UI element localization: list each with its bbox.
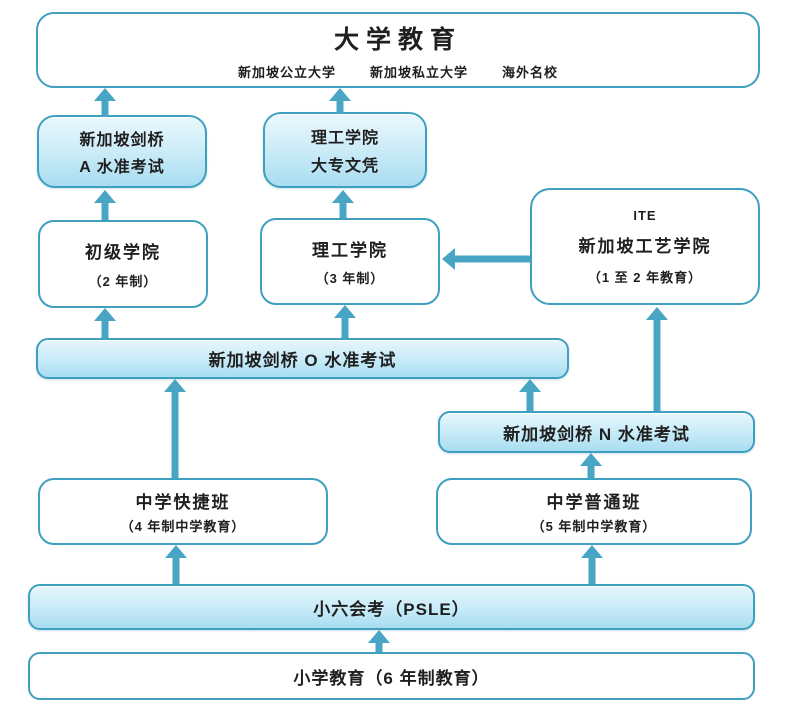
arrow-head — [94, 308, 116, 321]
ite-line2: 新加坡工艺学院 — [578, 237, 712, 256]
university-subtitles: 新加坡公立大学 新加坡私立大学 海外名校 — [238, 62, 558, 81]
arrow-shaft — [526, 389, 534, 411]
psle-label: 小六会考（PSLE） — [313, 599, 470, 619]
junior-college-subtitle: （2 年制） — [88, 274, 158, 289]
arrow-head — [334, 305, 356, 318]
arrow-shaft — [587, 463, 595, 478]
arrow-o-level-to-poly — [334, 305, 356, 338]
arrow-shaft — [172, 555, 180, 584]
polytechnic-subtitle: （3 年制） — [315, 271, 385, 287]
secondary-normal-subtitle: （5 年制中学教育） — [531, 518, 657, 534]
arrow-head — [442, 248, 455, 270]
arrow-head — [329, 88, 351, 101]
arrow-shaft — [341, 315, 349, 338]
arrow-psle-to-express — [165, 545, 187, 584]
arrow-head — [94, 88, 116, 101]
arrow-shaft — [101, 98, 109, 117]
arrow-head — [646, 307, 668, 320]
arrow-n-level-to-o-level — [519, 379, 541, 411]
n-level-label: 新加坡剑桥 N 水准考试 — [503, 424, 690, 444]
secondary-express-title: 中学快捷班 — [135, 493, 231, 513]
arrow-shaft — [454, 255, 530, 263]
primary-label: 小学教育（6 年制教育） — [293, 668, 490, 688]
node-psle: 小六会考（PSLE） — [28, 584, 755, 630]
secondary-express-subtitle: （4 年制中学教育） — [120, 518, 246, 534]
a-level-line1: 新加坡剑桥 — [79, 132, 165, 149]
arrow-poly-diploma-to-university — [329, 88, 351, 114]
node-primary: 小学教育（6 年制教育） — [28, 652, 755, 700]
university-subtitle-public: 新加坡公立大学 — [237, 64, 336, 80]
arrow-n-level-to-ite — [646, 307, 668, 411]
arrow-head — [581, 545, 603, 558]
node-o-level-exam: 新加坡剑桥 O 水准考试 — [36, 338, 569, 379]
arrow-shaft — [101, 318, 109, 338]
arrow-express-to-o-level — [164, 379, 186, 478]
node-secondary-normal: 中学普通班 （5 年制中学教育） — [436, 478, 752, 545]
arrow-head — [519, 379, 541, 392]
arrow-shaft — [336, 98, 344, 114]
node-secondary-express: 中学快捷班 （4 年制中学教育） — [38, 478, 328, 545]
arrow-shaft — [375, 640, 383, 652]
arrow-psle-to-normal — [581, 545, 603, 584]
ite-line1: ITE — [633, 207, 657, 223]
arrow-ite-to-polytechnic — [442, 248, 530, 270]
arrow-head — [368, 630, 390, 643]
university-title: 大学教育 — [333, 25, 462, 54]
arrow-shaft — [588, 555, 596, 584]
poly-diploma-line2: 大专文凭 — [310, 158, 379, 175]
ite-line3: （1 至 2 年教育） — [587, 269, 703, 285]
a-level-line2: A 水准考试 — [79, 159, 165, 176]
node-ite: ITE 新加坡工艺学院 （1 至 2 年教育） — [530, 188, 760, 305]
junior-college-title: 初级学院 — [85, 243, 161, 262]
node-n-level-exam: 新加坡剑桥 N 水准考试 — [438, 411, 755, 453]
arrow-shaft — [339, 200, 347, 218]
node-a-level-exam: 新加坡剑桥 A 水准考试 — [37, 115, 207, 188]
node-junior-college: 初级学院 （2 年制） — [38, 220, 208, 308]
arrow-primary-to-psle — [368, 630, 390, 652]
arrow-head — [580, 453, 602, 466]
arrow-a-level-to-university — [94, 88, 116, 117]
secondary-normal-title: 中学普通班 — [546, 493, 642, 513]
node-polytechnic: 理工学院 （3 年制） — [260, 218, 440, 305]
arrow-poly-to-poly-diploma — [332, 190, 354, 218]
node-university: 大学教育 新加坡公立大学 新加坡私立大学 海外名校 — [36, 12, 760, 88]
arrow-head — [332, 190, 354, 203]
poly-diploma-line1: 理工学院 — [310, 130, 379, 147]
polytechnic-title: 理工学院 — [312, 240, 388, 260]
o-level-label: 新加坡剑桥 O 水准考试 — [208, 351, 397, 370]
arrow-head — [164, 379, 186, 392]
university-subtitle-overseas: 海外名校 — [502, 64, 559, 80]
arrow-jc-to-a-level — [94, 190, 116, 220]
arrow-shaft — [653, 317, 661, 411]
arrow-shaft — [171, 389, 179, 478]
university-subtitle-private: 新加坡私立大学 — [369, 64, 468, 80]
arrow-normal-to-n-level — [580, 453, 602, 478]
arrow-head — [165, 545, 187, 558]
node-poly-diploma: 理工学院 大专文凭 — [263, 112, 427, 188]
arrow-o-level-to-jc — [94, 308, 116, 338]
arrow-shaft — [101, 200, 109, 220]
arrow-head — [94, 190, 116, 203]
